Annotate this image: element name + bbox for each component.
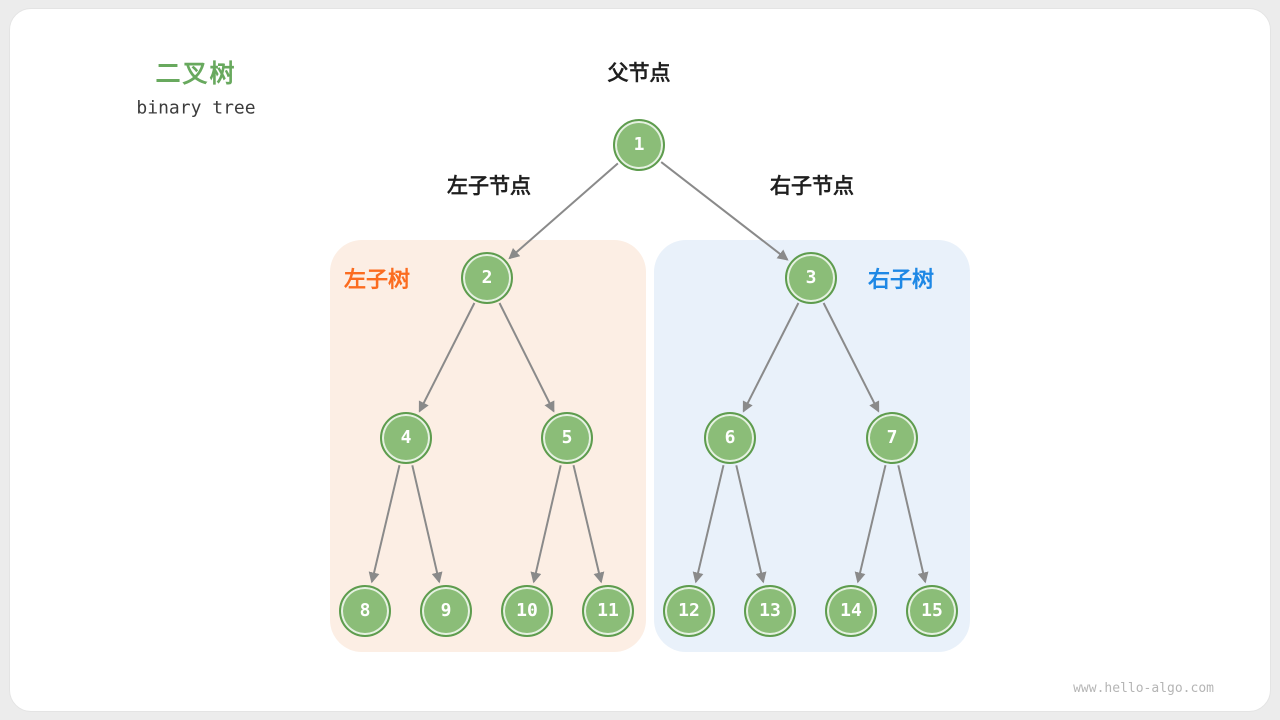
label-left-child-node: 左子节点	[447, 175, 531, 198]
edge-2-4	[418, 302, 476, 413]
edge-6-12	[692, 464, 725, 584]
label-right-child-node: 右子节点	[770, 175, 854, 198]
label-left-subtree: 左子树	[344, 267, 411, 292]
tree-node-13: 13	[744, 585, 796, 637]
edge-7-15	[897, 465, 929, 584]
edge-5-10	[530, 465, 562, 584]
edge-3-7	[822, 302, 880, 413]
tree-node-5: 5	[541, 412, 593, 464]
tree-node-12: 12	[663, 585, 715, 637]
tree-node-4: 4	[380, 412, 432, 464]
diagram-title-en: binary tree	[136, 97, 256, 119]
label-right-subtree: 右子树	[868, 267, 935, 292]
tree-node-6: 6	[704, 412, 756, 464]
label-parent-node: 父节点	[607, 62, 671, 85]
watermark: www.hello-algo.com	[1073, 681, 1214, 696]
edge-3-6	[742, 302, 800, 413]
tree-node-3: 3	[785, 252, 837, 304]
edge-4-8	[368, 464, 401, 584]
edge-5-11	[572, 464, 605, 584]
tree-node-7: 7	[866, 412, 918, 464]
edge-1-2	[508, 162, 619, 260]
tree-node-10: 10	[501, 585, 553, 637]
tree-node-11: 11	[582, 585, 634, 637]
tree-node-9: 9	[420, 585, 472, 637]
edge-1-3	[660, 161, 789, 261]
tree-node-15: 15	[906, 585, 958, 637]
edge-6-13	[735, 465, 767, 584]
edge-2-5	[498, 302, 555, 413]
diagram-title-zh: 二叉树	[155, 60, 237, 88]
edge-7-14	[854, 464, 887, 584]
tree-node-8: 8	[339, 585, 391, 637]
tree-node-2: 2	[461, 252, 513, 304]
edge-4-9	[411, 465, 443, 584]
tree-node-14: 14	[825, 585, 877, 637]
tree-node-1: 1	[613, 119, 665, 171]
